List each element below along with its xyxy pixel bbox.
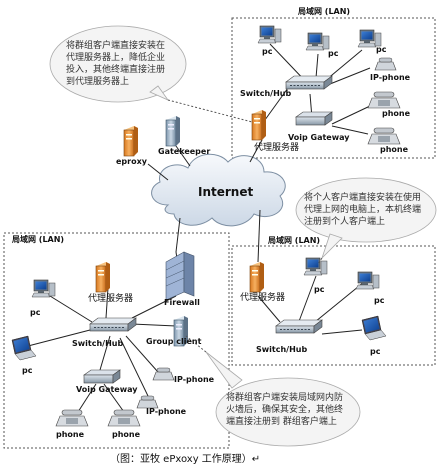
pc-label: pc [376, 45, 387, 54]
phone-icon [367, 127, 401, 145]
pc-label: pc [374, 296, 385, 305]
phone-label: phone [56, 430, 85, 439]
ip-phone-label: IP-phone [146, 407, 187, 416]
laptop-icon [11, 335, 37, 361]
note-bottom: 将群组客户端安装局域网内防 火墙后，确保其安全，其他终 端直接注册到 群组客户端… [185, 335, 361, 447]
laptop-icon [361, 315, 387, 341]
internet-cloud: Internet [151, 153, 286, 227]
left-lan-links [27, 251, 181, 413]
pc-icon [31, 279, 56, 298]
proxy-server-label: 代理服务器 [254, 141, 299, 153]
ip-phone-label: IP-phone [370, 73, 411, 82]
switch-label: Switch/Hub [72, 339, 123, 348]
voip-gateway-icon [83, 369, 121, 384]
note-bottom-line3: 端直接注册到 群组客户端上 [226, 415, 337, 427]
lan-box-left [3, 232, 230, 449]
note-bottom-line1: 将群组客户端安装局域网内防 [226, 391, 343, 403]
phone-icon [55, 409, 89, 427]
phone-label: phone [380, 145, 409, 154]
right-lan-links [257, 275, 365, 335]
switch-icon [275, 319, 323, 334]
pc-icon [355, 271, 380, 290]
pc-icon [257, 25, 282, 44]
pc-label: pc [262, 47, 273, 56]
lan-label-top: 局域网 (LAN) [297, 6, 350, 16]
firewall-icon [165, 251, 195, 301]
phone-label: phone [112, 430, 141, 439]
proxy-server-label: 代理服务器 [240, 291, 285, 303]
proxy-server-icon [251, 109, 267, 141]
note-right-line2: 代理上网的电脑上，本机终端 [304, 203, 421, 215]
lan-label-right: 局域网 (LAN) [267, 235, 320, 245]
switch-label: Switch/Hub [240, 89, 291, 98]
note-top-left-line1: 将群组客户端直接安装在 [66, 39, 165, 51]
ip-phone-label: IP-phone [174, 375, 215, 384]
group-client-label: Group client [146, 337, 202, 346]
phone-icon [107, 409, 141, 427]
firewall-label: Firewall [164, 298, 200, 307]
laptop-label: pc [370, 347, 381, 356]
phone-icon [367, 91, 401, 109]
gatekeeper-server-icon [165, 115, 181, 147]
phone-label: phone [382, 109, 411, 118]
switch-icon [89, 317, 137, 332]
pc-label: pc [328, 49, 339, 58]
voip-gateway-label: Voip Gateway [288, 133, 350, 142]
laptop-label: pc [22, 366, 33, 375]
voip-gateway-icon [295, 111, 333, 126]
note-top-left-line4: 到代理服务器上 [66, 75, 129, 87]
lan-label-left: 局域网 (LAN) [11, 234, 64, 244]
lan-box-top [231, 17, 436, 159]
note-top-left: 将群组客户端直接安装在 代理服务器上，降低企业 投入，其他终端直接注册 到代理服… [49, 25, 253, 123]
voip-gateway-label: Voip Gateway [76, 385, 138, 394]
internet-label: Internet [198, 185, 253, 199]
note-right-line1: 将个人客户端直接安装在使用 [304, 191, 421, 203]
pc-label: pc [314, 285, 325, 294]
ip-phone-icon [374, 57, 397, 71]
note-top-left-line2: 代理服务器上，降低企业 [66, 51, 165, 63]
eproxy-server-icon [123, 125, 139, 157]
note-top-left-line3: 投入，其他终端直接注册 [66, 63, 165, 75]
switch-label: Switch/Hub [256, 345, 307, 354]
note-right-line3: 注册到个人客户端上 [304, 215, 385, 227]
switch-icon [285, 75, 333, 90]
gatekeeper-label: Gatekeeper [158, 147, 210, 156]
note-bottom-line2: 火墙后，确保其安全，其他终 [226, 403, 343, 415]
pc-icon [303, 257, 328, 276]
pc-label: pc [30, 308, 41, 317]
eproxy-label: eproxy [116, 157, 148, 166]
proxy-server-icon [95, 261, 111, 293]
proxy-server-label: 代理服务器 [88, 292, 133, 304]
note-right: 将个人客户端直接安装在使用 代理上网的电脑上，本机终端 注册到个人客户端上 [295, 177, 437, 265]
top-lan-links [261, 43, 371, 135]
pc-icon [305, 32, 330, 51]
figure-caption: （图：亚牧 ePxoxy 工作原理）↵ [110, 452, 260, 465]
proxy-server-icon [249, 261, 265, 293]
